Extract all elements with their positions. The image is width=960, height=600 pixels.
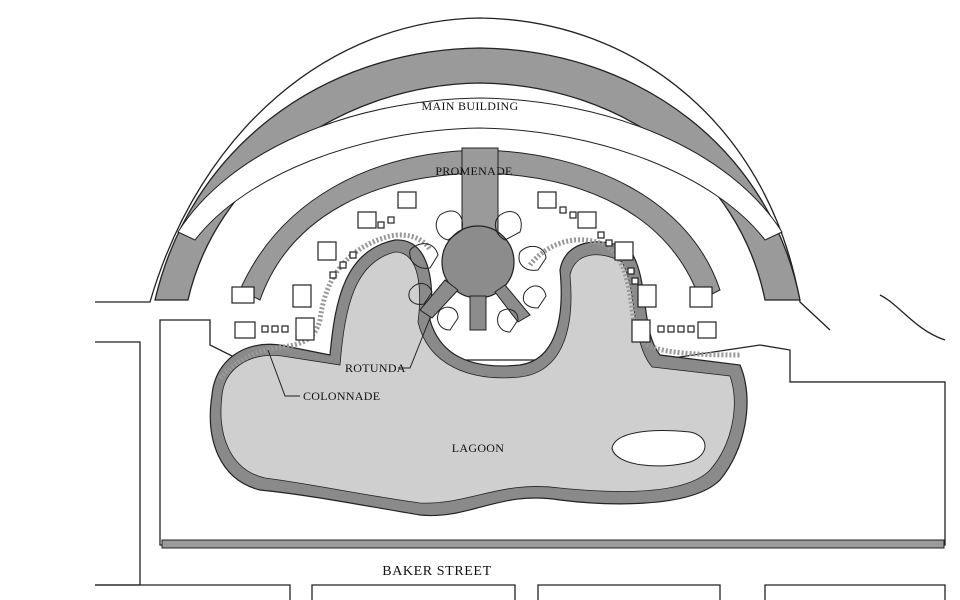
label-rotunda: ROTUNDA [345, 361, 406, 375]
label-lagoon: LAGOON [452, 441, 504, 455]
label-promenade: PROMENADE [435, 164, 512, 178]
leader-lines [267, 317, 431, 397]
street-edge-band [161, 539, 945, 549]
right-curb-line [879, 294, 946, 341]
pavilions [231, 191, 717, 343]
colonnade-paths [218, 232, 741, 380]
lagoon-island [611, 430, 706, 467]
city-blocks [95, 584, 946, 600]
garden-beds [408, 210, 547, 333]
colonnade-right [528, 237, 741, 358]
label-colonnade: COLONNADE [303, 389, 380, 403]
label-main-building: MAIN BUILDING [422, 99, 519, 113]
rotunda-spokes [419, 279, 531, 331]
colonnade-columns [261, 206, 695, 333]
label-baker-street: BAKER STREET [382, 564, 491, 579]
rotunda-leader [398, 317, 431, 369]
colonnade-left [218, 232, 433, 380]
main-building-arc [154, 47, 801, 301]
outer-arc-street-line [95, 17, 831, 331]
colonnade-leader [267, 349, 300, 397]
inner-wings [177, 97, 783, 241]
